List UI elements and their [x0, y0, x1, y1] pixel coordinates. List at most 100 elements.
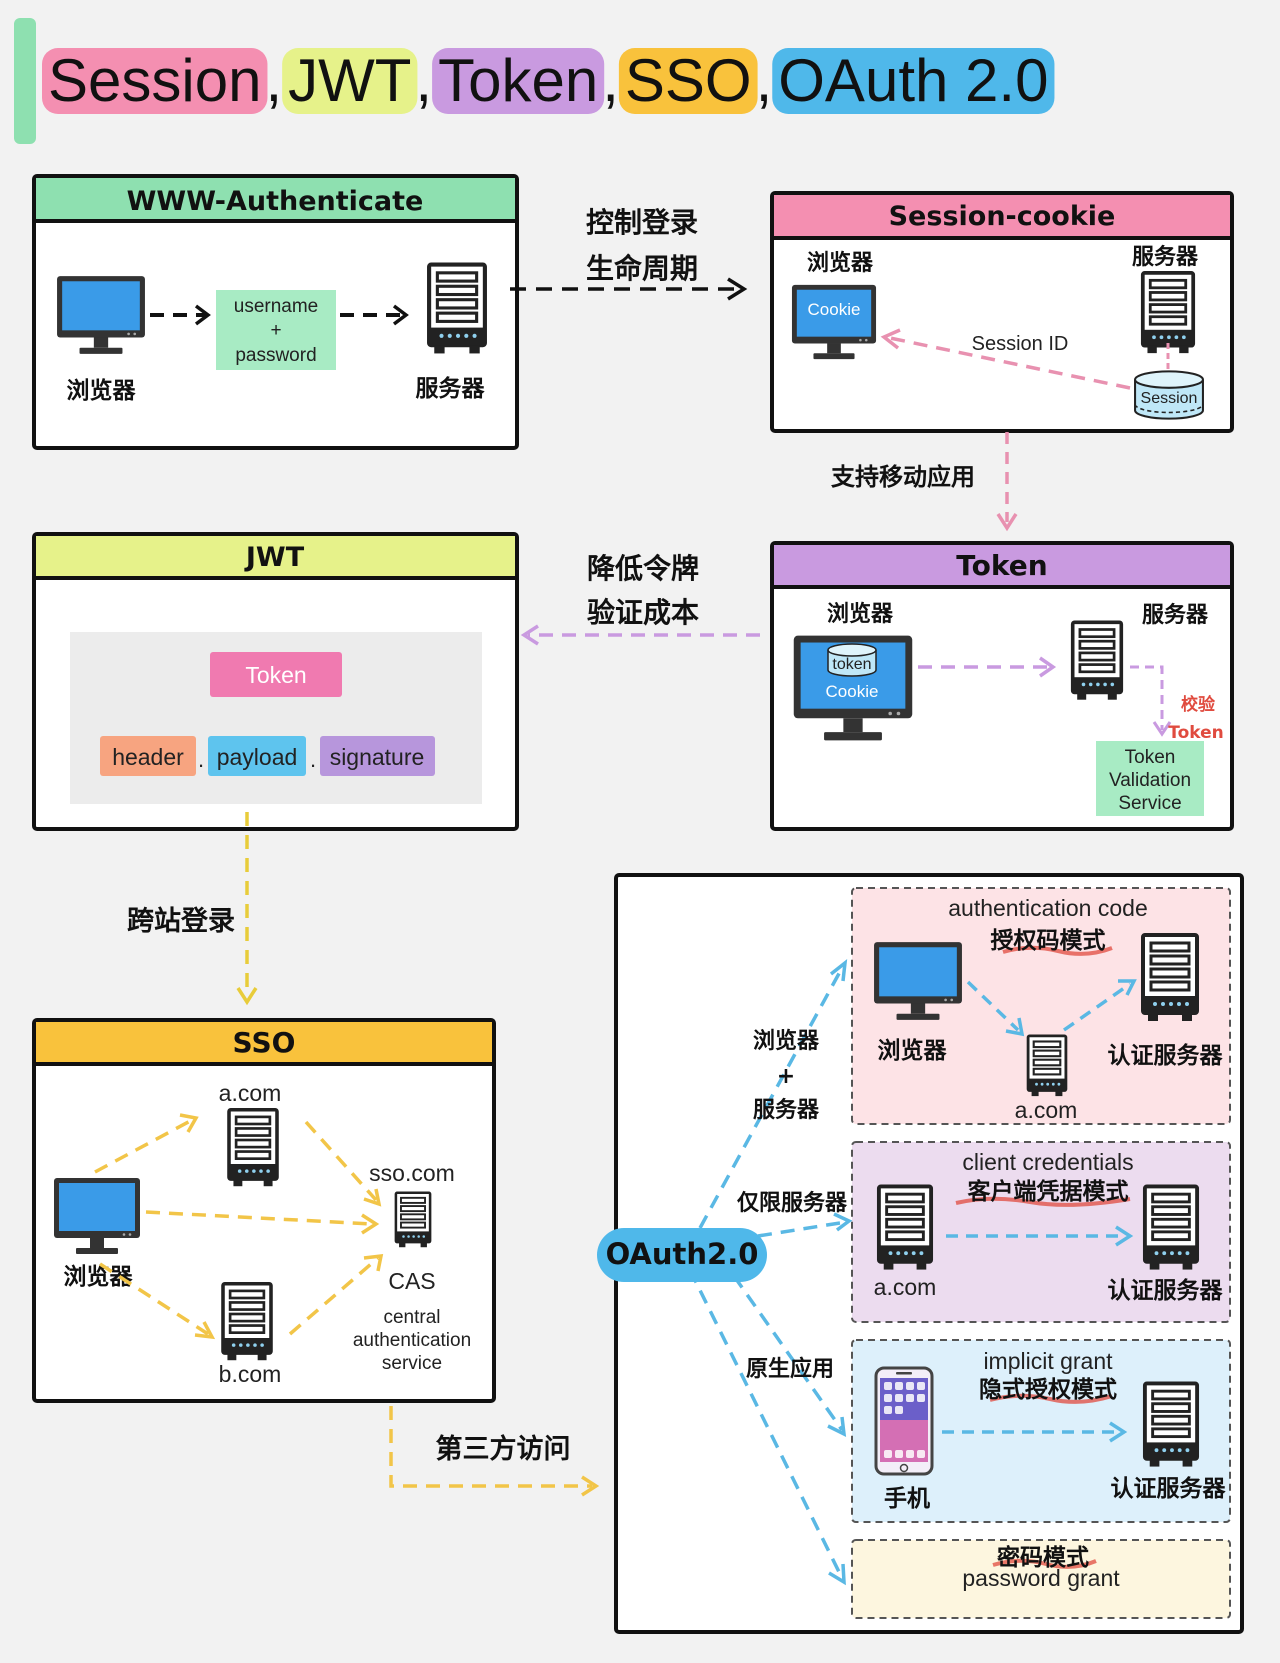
link-token-to-jwt: 降低令牌 验证成本 — [520, 552, 760, 646]
token-database-icon — [827, 643, 877, 677]
server-icon — [1026, 1034, 1068, 1098]
payload-chip-label: payload — [217, 744, 298, 770]
jwt-box: JWT Token header . payload . signature — [32, 532, 519, 831]
title-accent-bar — [14, 18, 36, 144]
oauth-box: authentication code 授权码模式 浏览器 a.com 认证服务… — [597, 873, 1244, 1634]
jwt-title: JWT — [244, 542, 305, 573]
cas-desc-1: central — [383, 1307, 440, 1328]
header-chip — [100, 736, 196, 776]
link-sso-to-oauth: 第三方访问 — [389, 1406, 600, 1497]
signature-chip-label: signature — [330, 744, 425, 770]
token-cookie-label: Cookie — [826, 682, 879, 701]
oauth-badge — [597, 1228, 767, 1282]
client-en: client credentials — [962, 1149, 1133, 1175]
title-word-0: Session — [48, 47, 261, 114]
password-grant-panel — [851, 1539, 1231, 1619]
auth-code-browser-label: 浏览器 — [878, 1037, 948, 1064]
www-title: WWW-Authenticate — [127, 186, 424, 217]
server-icon — [394, 1191, 432, 1249]
cas-label: CAS — [388, 1268, 435, 1294]
implicit-phone-label: 手机 — [884, 1486, 930, 1512]
link-sso-oauth-label: 第三方访问 — [436, 1433, 571, 1465]
client-a-com: a.com — [874, 1274, 937, 1300]
auth-code-a-com: a.com — [1015, 1097, 1078, 1123]
client-auth-server: 认证服务器 — [1108, 1278, 1224, 1304]
www-browser-label: 浏览器 — [67, 377, 137, 404]
dot-2: . — [310, 747, 316, 772]
link-session-token-label: 支持移动应用 — [831, 463, 975, 491]
session-title: Session-cookie — [889, 201, 1116, 232]
auth-code-cn: 授权码模式 — [991, 928, 1106, 954]
page-title: Session,JWT,Token,SSO,OAuth 2.0 — [42, 47, 1055, 114]
cred-username: username — [234, 296, 319, 317]
server-icon — [221, 1282, 273, 1362]
server-icon — [1143, 935, 1197, 1021]
oauth-badge-label: OAuth2.0 — [606, 1237, 759, 1271]
server-icon — [876, 1184, 934, 1272]
signature-chip — [320, 736, 435, 776]
link-token-jwt-line1: 降低令牌 — [587, 552, 699, 585]
session-id-label: Session ID — [972, 333, 1069, 355]
link-session-to-token: 支持移动应用 — [831, 432, 1018, 532]
session-server-label: 服务器 — [1132, 245, 1199, 270]
client-cn: 客户端凭据模式 — [968, 1178, 1129, 1205]
server-icon — [1142, 1184, 1200, 1272]
credentials-box — [216, 290, 336, 370]
sso-browser-label: 浏览器 — [64, 1263, 134, 1290]
server-icon — [429, 265, 485, 354]
token-chip — [210, 652, 342, 697]
password-en: password grant — [962, 1565, 1120, 1591]
payload-chip — [208, 736, 306, 776]
title-word-1: JWT — [288, 47, 411, 114]
a-com-label: a.com — [219, 1080, 282, 1106]
title-separator: , — [265, 47, 282, 114]
auth-code-auth-server: 认证服务器 — [1108, 1043, 1224, 1069]
title-word-2: Token — [438, 47, 598, 114]
verify-label-2: Token — [1168, 723, 1224, 743]
server-icon — [1140, 270, 1196, 356]
token-browser-label: 浏览器 — [827, 601, 894, 627]
implicit-cn: 隐式授权模式 — [979, 1377, 1117, 1403]
dot-1: . — [198, 747, 204, 772]
sso-box: SSO 浏览器 a.com b.com sso.com CAS central … — [32, 1018, 496, 1403]
cas-desc-2: authentication — [353, 1330, 471, 1351]
cas-desc-3: service — [382, 1353, 442, 1374]
tvs-line1: Token — [1125, 747, 1176, 768]
title-highlight-3 — [618, 48, 758, 114]
cred-password: password — [235, 345, 316, 366]
branch-plus: + — [777, 1064, 795, 1089]
server-icon — [1142, 1381, 1200, 1469]
session-cookie-box: Session-cookie 浏览器 服务器 Cookie Session Se… — [770, 191, 1234, 433]
sso-title: SSO — [233, 1026, 296, 1059]
auth-code-en: authentication code — [948, 895, 1148, 921]
branch-native-app: 原生应用 — [746, 1356, 834, 1382]
title-highlight-1 — [282, 48, 418, 114]
cred-plus: + — [270, 320, 281, 341]
verify-label-1: 校验 — [1181, 694, 1216, 715]
title-separator: , — [602, 47, 619, 114]
title-highlight-4 — [772, 48, 1055, 114]
token-box: Token 浏览器 服务器 token Cookie 校验 Token Toke… — [770, 541, 1234, 831]
branch-browser-2: 服务器 — [753, 1098, 820, 1123]
title-highlight-2 — [432, 48, 605, 114]
title-word-4: OAuth 2.0 — [778, 47, 1048, 114]
implicit-auth-server: 认证服务器 — [1111, 1476, 1227, 1502]
server-icon — [227, 1108, 279, 1188]
link-jwt-sso-label: 跨站登录 — [127, 906, 235, 937]
www-server-label: 服务器 — [416, 376, 486, 402]
token-label: token — [832, 656, 871, 673]
link-jwt-to-sso: 跨站登录 — [127, 812, 258, 1006]
phone-icon — [874, 1366, 934, 1476]
client-credentials-panel — [851, 1141, 1231, 1323]
branch-server-only: 仅限服务器 — [737, 1191, 848, 1216]
www-authenticate-box: WWW-Authenticate 浏览器 username + password… — [32, 174, 519, 450]
tvs-line2: Validation — [1109, 770, 1191, 791]
link-www-to-session: 控制登录 生命周期 — [510, 206, 748, 301]
session-browser-label: 浏览器 — [807, 250, 874, 276]
implicit-grant-panel — [851, 1339, 1231, 1523]
title-separator: , — [756, 47, 773, 114]
password-cn: 密码模式 — [997, 1544, 1089, 1571]
token-server-label: 服务器 — [1142, 603, 1209, 628]
token-validation-service-box — [1096, 741, 1204, 816]
